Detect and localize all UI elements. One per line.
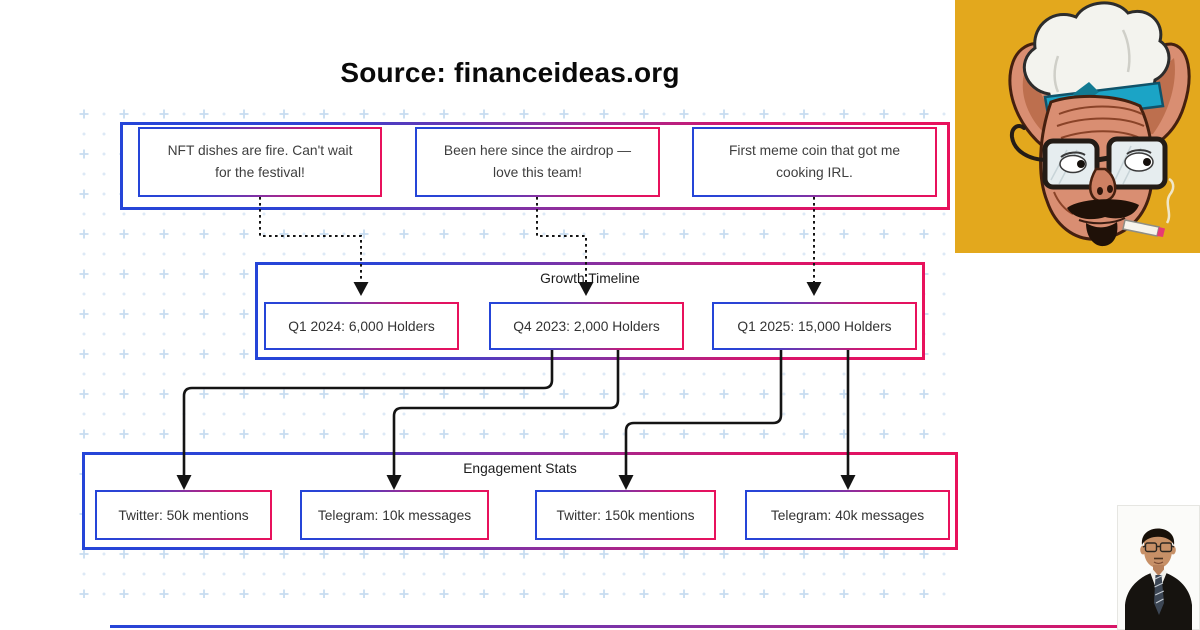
timeline-title: Growth Timeline: [540, 271, 640, 286]
pig-chef-illustration: [955, 0, 1200, 253]
engagement-box-twitter-150k: Twitter: 150k mentions: [535, 490, 716, 540]
testimonial-box-3: First meme coin that got me cooking IRL.: [692, 127, 937, 197]
glasses-icon: [1009, 124, 1168, 190]
portrait-hair: [1141, 528, 1175, 545]
person-portrait-photo: [1117, 505, 1200, 630]
pig-right-eye: [1124, 152, 1154, 172]
timeline-label-1: Q1 2024: 6,000 Holders: [288, 318, 435, 334]
pig-snout: [1089, 167, 1117, 203]
engagement-label-3: Twitter: 150k mentions: [556, 507, 695, 523]
page-title: Source: financeideas.org: [340, 57, 680, 88]
engagement-box-telegram-40k: Telegram: 40k messages: [745, 490, 950, 540]
engagement-label-1: Twitter: 50k mentions: [118, 507, 249, 523]
testimonial-text-3: First meme coin that got me cooking IRL.: [729, 142, 900, 180]
engagement-title: Engagement Stats: [463, 461, 577, 476]
engagement-label-2: Telegram: 10k messages: [317, 507, 472, 523]
portrait-glasses: [1144, 542, 1158, 553]
portrait-tie: [1154, 575, 1164, 615]
timeline-box-q4-2023: Q4 2023: 2,000 Holders: [489, 302, 684, 350]
cigarette-icon: [1122, 177, 1175, 237]
timeline-label-2: Q4 2023: 2,000 Holders: [513, 318, 660, 334]
timeline-box-q1-2024: Q1 2024: 6,000 Holders: [264, 302, 459, 350]
testimonial-text-1: NFT dishes are fire. Can't wait for the …: [167, 142, 353, 180]
timeline-label-3: Q1 2025: 15,000 Holders: [737, 318, 892, 334]
pig-mustache: [1067, 199, 1139, 247]
engagement-box-telegram-10k: Telegram: 10k messages: [300, 490, 489, 540]
timeline-box-q1-2025: Q1 2025: 15,000 Holders: [712, 302, 917, 350]
portrait-person: [1125, 528, 1192, 630]
testimonial-text-2: Been here since the airdrop — love this …: [443, 142, 632, 180]
engagement-box-twitter-50k: Twitter: 50k mentions: [95, 490, 272, 540]
testimonial-box-2: Been here since the airdrop — love this …: [415, 127, 660, 197]
pig-left-eye: [1059, 154, 1087, 174]
testimonial-box-1: NFT dishes are fire. Can't wait for the …: [138, 127, 382, 197]
engagement-label-4: Telegram: 40k messages: [770, 507, 925, 523]
bottom-divider-line: [110, 625, 1200, 628]
